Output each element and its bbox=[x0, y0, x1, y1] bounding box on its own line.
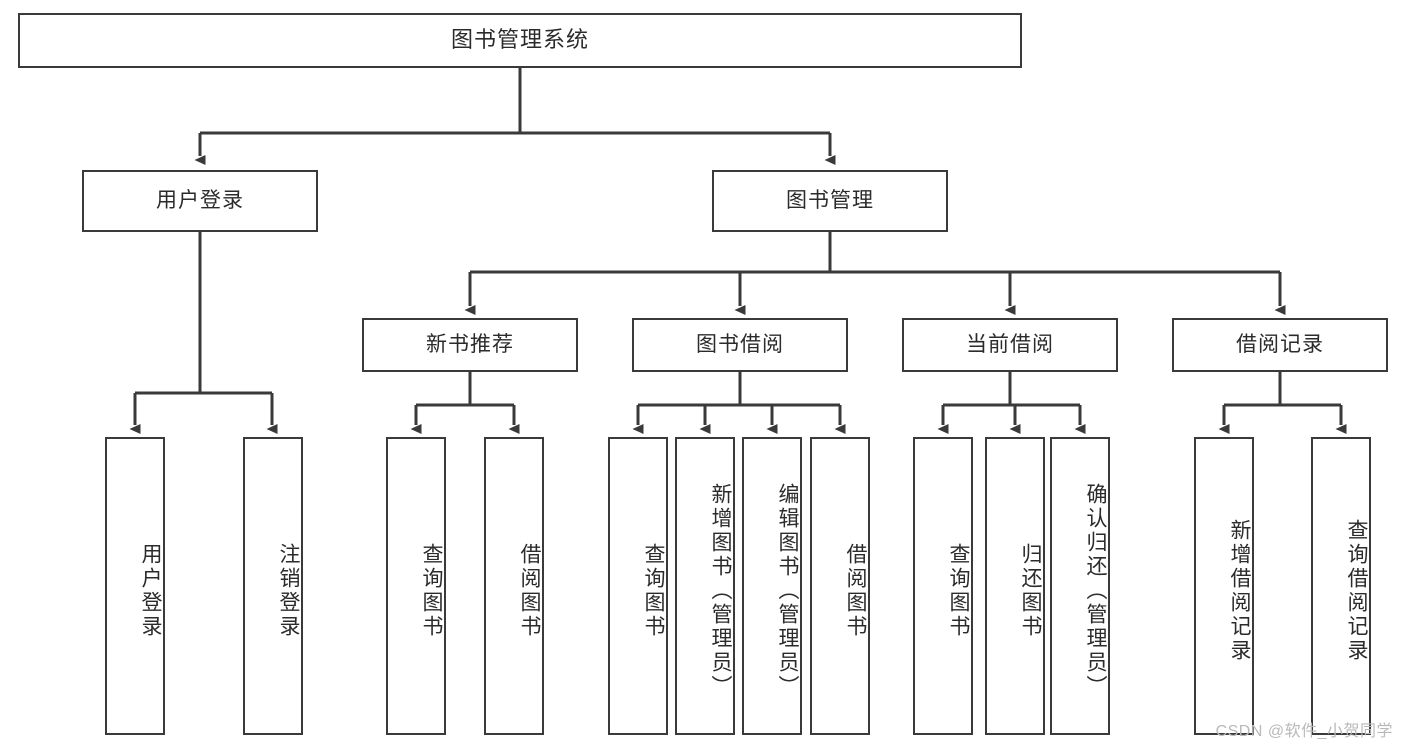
leaf-add-book[interactable]: 新增图书（管理员） bbox=[675, 437, 735, 735]
node-new-book-recommend[interactable]: 新书推荐 bbox=[362, 318, 578, 372]
leaf-logout-login[interactable]: 注销登录 bbox=[243, 437, 303, 735]
leaf-query-record[interactable]: 查询借阅记录 bbox=[1311, 437, 1371, 735]
node-root-label: 图书管理系统 bbox=[450, 27, 589, 53]
leaf-query-book-2-label: 查询图书 bbox=[642, 543, 665, 639]
leaf-return-book-label: 归还图书 bbox=[1019, 543, 1042, 639]
node-user-login[interactable]: 用户登录 bbox=[82, 170, 318, 232]
node-book-management[interactable]: 图书管理 bbox=[712, 170, 948, 232]
leaf-add-record[interactable]: 新增借阅记录 bbox=[1194, 437, 1254, 735]
leaf-user-login[interactable]: 用户登录 bbox=[105, 437, 165, 735]
leaf-edit-book[interactable]: 编辑图书（管理员） bbox=[742, 437, 802, 735]
node-borrow-record-label: 借阅记录 bbox=[1236, 333, 1324, 357]
leaf-confirm-return-label: 确认归还（管理员） bbox=[1084, 483, 1107, 699]
leaf-add-book-label: 新增图书（管理员） bbox=[709, 483, 732, 699]
node-current-borrow[interactable]: 当前借阅 bbox=[902, 318, 1118, 372]
leaf-edit-book-label: 编辑图书（管理员） bbox=[776, 483, 799, 699]
leaf-borrow-book-2-label: 借阅图书 bbox=[844, 543, 867, 639]
leaf-query-record-label: 查询借阅记录 bbox=[1345, 519, 1368, 663]
leaf-confirm-return[interactable]: 确认归还（管理员） bbox=[1050, 437, 1110, 735]
leaf-borrow-book-2[interactable]: 借阅图书 bbox=[810, 437, 870, 735]
leaf-query-book-3[interactable]: 查询图书 bbox=[913, 437, 973, 735]
leaf-return-book[interactable]: 归还图书 bbox=[985, 437, 1045, 735]
node-current-borrow-label: 当前借阅 bbox=[966, 333, 1054, 357]
leaf-borrow-book-1[interactable]: 借阅图书 bbox=[484, 437, 544, 735]
node-new-book-recommend-label: 新书推荐 bbox=[426, 333, 514, 357]
node-book-borrow[interactable]: 图书借阅 bbox=[632, 318, 848, 372]
node-book-management-label: 图书管理 bbox=[786, 189, 874, 213]
leaf-query-book-1-label: 查询图书 bbox=[420, 543, 443, 639]
node-user-login-label: 用户登录 bbox=[156, 189, 244, 213]
node-book-borrow-label: 图书借阅 bbox=[696, 333, 784, 357]
node-borrow-record[interactable]: 借阅记录 bbox=[1172, 318, 1388, 372]
leaf-query-book-1[interactable]: 查询图书 bbox=[386, 437, 446, 735]
leaf-user-login-label: 用户登录 bbox=[139, 543, 162, 639]
leaf-query-book-3-label: 查询图书 bbox=[947, 543, 970, 639]
leaf-logout-login-label: 注销登录 bbox=[277, 543, 300, 639]
node-root[interactable]: 图书管理系统 bbox=[18, 13, 1022, 68]
leaf-add-record-label: 新增借阅记录 bbox=[1228, 519, 1251, 663]
leaf-query-book-2[interactable]: 查询图书 bbox=[608, 437, 668, 735]
leaf-borrow-book-1-label: 借阅图书 bbox=[518, 543, 541, 639]
watermark: CSDN @软件_小贺同学 bbox=[1215, 723, 1393, 740]
